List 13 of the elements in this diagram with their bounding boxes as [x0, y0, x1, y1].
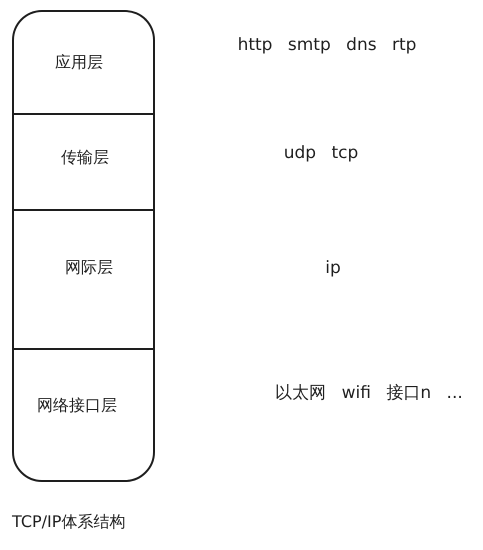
- layer-label: 传输层: [61, 147, 109, 167]
- layer-label: 网络接口层: [37, 395, 117, 415]
- caption: TCP/IP体系结构: [12, 512, 126, 532]
- protocol-label: ip: [325, 258, 341, 278]
- layer-band: [12, 113, 155, 209]
- layer-band: [12, 209, 155, 348]
- protocol-label: http smtp dns rtp: [238, 34, 416, 56]
- layer-label: 网际层: [65, 257, 113, 277]
- protocol-label: udp tcp: [284, 142, 358, 164]
- layer-label: 应用层: [55, 52, 103, 72]
- layer-band: [12, 348, 155, 482]
- protocol-label: 以太网 wifi 接口n ...: [275, 382, 463, 404]
- layer-band: [12, 10, 155, 113]
